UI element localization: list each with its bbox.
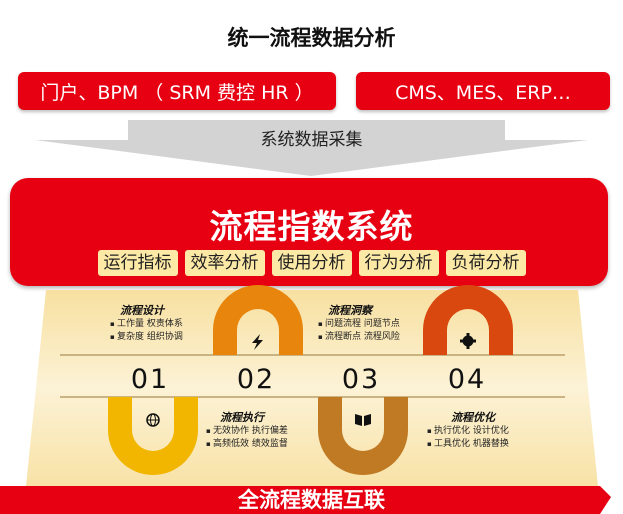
loop-04 — [423, 285, 513, 355]
page-title: 统一流程数据分析 — [227, 26, 396, 50]
step-block-04: 流程优化 执行优化 设计优化 工具优化 机器替换 — [427, 409, 539, 451]
loop-03 — [318, 397, 408, 475]
lightning-icon — [252, 334, 263, 350]
step-item: 无效协作 执行偏差 — [206, 425, 316, 438]
tag-item: 使用分析 — [271, 250, 352, 276]
step-title: 流程执行 — [220, 411, 264, 424]
analysis-tags: 运行指标 效率分析 使用分析 行为分析 负荷分析 — [0, 250, 623, 276]
step-item: 工具优化 机器替换 — [427, 438, 539, 451]
step-title: 流程优化 — [451, 411, 495, 424]
collect-label: 系统数据采集 — [260, 130, 363, 150]
source-systems-left-label: 门户、BPM （ SRM 费控 HR ） — [40, 81, 314, 104]
source-systems-left: 门户、BPM （ SRM 费控 HR ） — [18, 72, 336, 110]
step-number-03: 03 — [341, 364, 381, 395]
tag-item: 行为分析 — [358, 250, 439, 276]
step-item: 复杂度 组织协调 — [110, 331, 215, 344]
source-systems-right-label: CMS、MES、ERP… — [395, 81, 571, 104]
step-title: 流程洞察 — [328, 304, 372, 317]
step-title: 流程设计 — [120, 304, 164, 317]
step-item: 执行优化 设计优化 — [427, 425, 539, 438]
tag-item: 运行指标 — [97, 250, 178, 276]
step-item: 工作量 权责体系 — [110, 318, 215, 331]
collect-arrow — [35, 120, 588, 176]
step-number-04: 04 — [447, 364, 487, 395]
step-block-03: 流程洞察 问题流程 问题节点 流程断点 流程风险 — [318, 302, 423, 344]
step-item: 流程断点 流程风险 — [318, 331, 423, 344]
footer-banner: 全流程数据互联 — [238, 488, 385, 512]
loop-01 — [108, 397, 198, 475]
loop-02 — [213, 285, 303, 355]
step-item: 问题流程 问题节点 — [318, 318, 423, 331]
step-block-01: 流程设计 工作量 权责体系 复杂度 组织协调 — [110, 302, 215, 344]
tag-item: 效率分析 — [184, 250, 265, 276]
step-number-01: 01 — [130, 364, 170, 395]
step-item: 高频低效 绩效监督 — [206, 438, 316, 451]
step-block-02: 流程执行 无效协作 执行偏差 高频低效 绩效监督 — [206, 409, 316, 451]
index-system-title: 流程指数系统 — [209, 207, 414, 246]
source-systems-right: CMS、MES、ERP… — [356, 72, 610, 110]
gear-icon — [460, 333, 476, 349]
tag-item: 负荷分析 — [445, 250, 526, 276]
footer-arrow — [0, 486, 611, 514]
step-number-02: 02 — [236, 364, 276, 395]
book-icon — [355, 414, 371, 426]
globe-icon — [146, 413, 160, 427]
